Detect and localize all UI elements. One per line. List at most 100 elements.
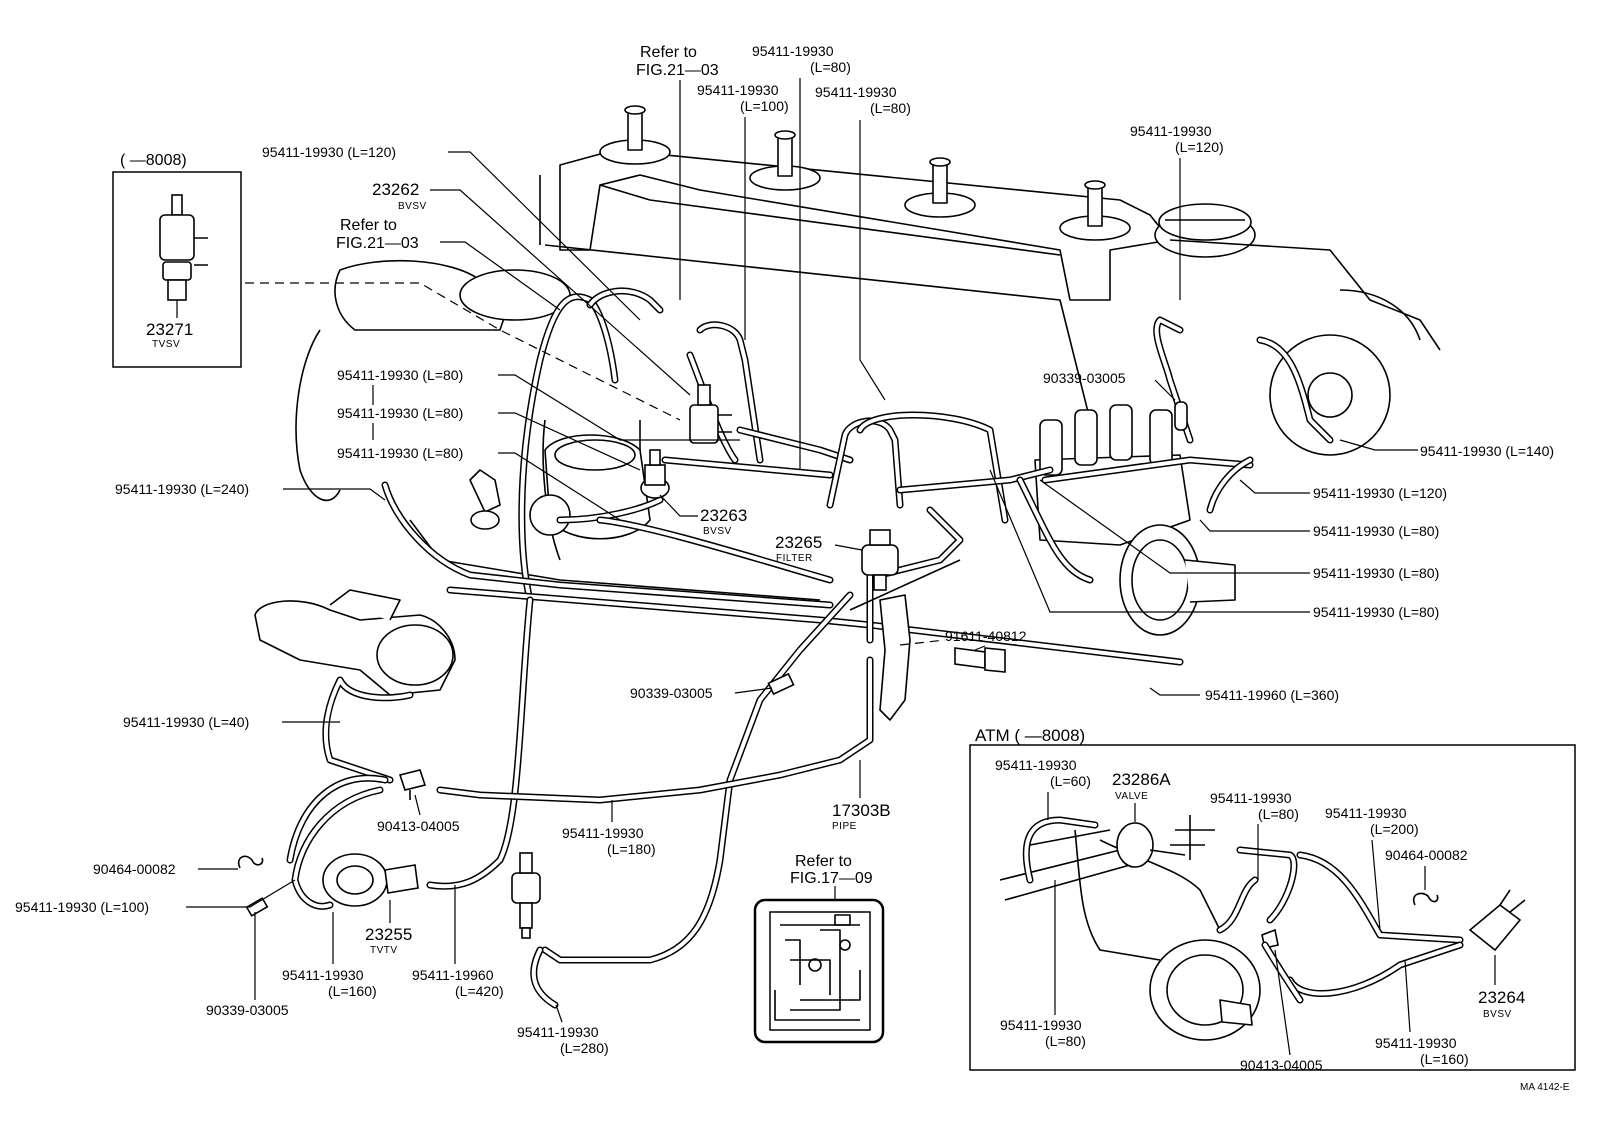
- inset-clamp-pn: 90464-00082: [1385, 847, 1468, 863]
- hose-rt-120-len: (L=120): [1175, 139, 1224, 155]
- bracket-pipe: [849, 559, 961, 721]
- inset-hose-80b-pn: 95411-19930: [1000, 1017, 1082, 1033]
- inset-hose-160-pn: 95411-19930: [1375, 1035, 1457, 1051]
- inset-hose-60-pn: 95411-19930: [995, 757, 1077, 773]
- hose-80-f-pn: 95411-19930 (L=80): [1313, 604, 1439, 620]
- filter-23265: [861, 529, 899, 591]
- clamp-90464-pn: 90464-00082: [93, 861, 176, 877]
- hose-160-pn: 95411-19930: [282, 967, 364, 983]
- hose-40-pn: 95411-19930 (L=40): [123, 714, 249, 730]
- oil-filler-cap: [1154, 203, 1256, 258]
- callouts: Refer to FIG.21—03 95411-19930 (L=80) 95…: [15, 43, 1554, 1056]
- hose-420-len: (L=420): [455, 983, 504, 999]
- hose-80-c-pn: 95411-19930 (L=80): [337, 445, 463, 461]
- hose-80-a-pn: 95411-19930 (L=80): [337, 367, 463, 383]
- tvtv-23255-name: TVTV: [370, 945, 398, 956]
- hose-top-c-len: (L=80): [870, 100, 911, 116]
- hose-360-pn: 95411-19960 (L=360): [1205, 687, 1339, 703]
- pipe-17303b-pn: 17303B: [832, 801, 891, 820]
- fitting-90339-lower: [245, 897, 269, 917]
- fitting-lower-pn: 90339-03005: [206, 1002, 289, 1018]
- hose-100-pn: 95411-19930 (L=100): [15, 899, 149, 915]
- carburetor: [529, 434, 651, 540]
- hose-280-len: (L=280): [560, 1040, 609, 1056]
- inset-hose-60-len: (L=60): [1050, 773, 1091, 789]
- hose-80-e-pn: 95411-19930 (L=80): [1313, 565, 1439, 581]
- atm-header: ATM ( —8008): [975, 726, 1085, 745]
- inset-tee-pn: 90413-04005: [1240, 1057, 1323, 1073]
- tvsv-23271: [159, 194, 208, 301]
- hose-top-b-len: (L=100): [740, 98, 789, 114]
- fitting-90339-mid: [767, 672, 795, 696]
- hose-420-pn: 95411-19960: [412, 967, 494, 983]
- hose-80-b-pn: 95411-19930 (L=80): [337, 405, 463, 421]
- refer-label-a: Refer to: [640, 44, 697, 61]
- hose-top-b-pn: 95411-19930: [697, 82, 779, 98]
- inset-hose-200-pn: 95411-19930: [1325, 805, 1407, 821]
- bolt-91611-pn: 91611-40812: [945, 628, 1027, 644]
- inset-hose-200-len: (L=200): [1370, 821, 1419, 837]
- refer-label-b: Refer to: [340, 217, 397, 234]
- tee-90413: [398, 769, 427, 800]
- valve-23286a-pn: 23286A: [1112, 770, 1171, 789]
- bvsv-23262-name: BVSV: [398, 201, 427, 212]
- hose-rt-120-pn: 95411-19930: [1130, 123, 1212, 139]
- cover-breather-2: [749, 130, 821, 191]
- vacuum-hoses: [286, 287, 1334, 1009]
- hose-180-pn: 95411-19930: [562, 825, 644, 841]
- egr-valve: [254, 589, 456, 696]
- inset-hose-80-len: (L=80): [1258, 806, 1299, 822]
- cover-breather-1: [599, 105, 671, 165]
- hose-120-pn: 95411-19930 (L=120): [262, 144, 396, 160]
- bolt-91611: [954, 647, 1006, 673]
- fitting-90339-upper: [1174, 401, 1188, 431]
- fig-17-09-inset: Refer to FIG.17—09: [753, 853, 885, 1044]
- hose-top-a-len: (L=80): [810, 59, 851, 75]
- diagram-code: MA 4142-E: [1520, 1082, 1570, 1093]
- tee-90413-pn: 90413-04005: [377, 818, 460, 834]
- bvsv-23263-pn: 23263: [700, 506, 747, 525]
- tvsv-part-number: 23271: [146, 320, 193, 339]
- hose-160-len: (L=160): [328, 983, 377, 999]
- tvsv-part-name: TVSV: [152, 339, 180, 350]
- bvsv-23263-name: BVSV: [703, 526, 732, 537]
- hose-280-pn: 95411-19930: [517, 1024, 599, 1040]
- bvsv-23263: [640, 449, 670, 499]
- hose-80-d-pn: 95411-19930 (L=80): [1313, 523, 1439, 539]
- refer-fig-a: FIG.21—03: [636, 62, 719, 79]
- cover-breather-4: [1059, 180, 1131, 241]
- hose-140-pn: 95411-19930 (L=140): [1420, 443, 1554, 459]
- cover-breather-3: [904, 157, 976, 218]
- valve-23286a: [1116, 822, 1186, 868]
- filter-23265-pn: 23265: [775, 533, 822, 552]
- fitting-mid-pn: 90339-03005: [630, 685, 713, 701]
- bvsv-23262: [689, 384, 732, 444]
- clamp-90464: [237, 855, 264, 869]
- inset-hose-80b-len: (L=80): [1045, 1033, 1086, 1049]
- fitting-upper-pn: 90339-03005: [1043, 370, 1126, 386]
- engine-outline: [254, 105, 1441, 696]
- bvsv-23264-pn: 23264: [1478, 988, 1525, 1007]
- bvsv-23264: [1468, 889, 1526, 952]
- distributor: [1034, 404, 1236, 636]
- refer-label-c: Refer to: [795, 853, 852, 870]
- filter-23265-name: FILTER: [776, 553, 813, 564]
- tvtv-23255-pn: 23255: [365, 925, 412, 944]
- valve-23286a-name: VALVE: [1115, 791, 1148, 802]
- hose-240-pn: 95411-19930 (L=240): [115, 481, 249, 497]
- pipe-17303b-name: PIPE: [832, 821, 857, 832]
- tvtv-23255: [322, 853, 419, 907]
- tvsv-inset: ( —8008) 23271 TVSV: [112, 152, 242, 368]
- tvsv-inset-header: ( —8008): [120, 152, 187, 169]
- atm-inset: ATM ( —8008): [969, 726, 1576, 1073]
- hose-120-right-pn: 95411-19930 (L=120): [1313, 485, 1447, 501]
- hose-top-a-pn: 95411-19930: [752, 43, 834, 59]
- bvsv-23264-name: BVSV: [1483, 1009, 1512, 1020]
- hose-180-len: (L=180): [607, 841, 656, 857]
- inset-hose-80-pn: 95411-19930: [1210, 790, 1292, 806]
- vacuum-sensor-lower: [511, 852, 541, 939]
- refer-fig-b: FIG.21—03: [336, 235, 419, 252]
- inset-hose-160-len: (L=160): [1420, 1051, 1469, 1067]
- refer-fig-c: FIG.17—09: [790, 870, 873, 887]
